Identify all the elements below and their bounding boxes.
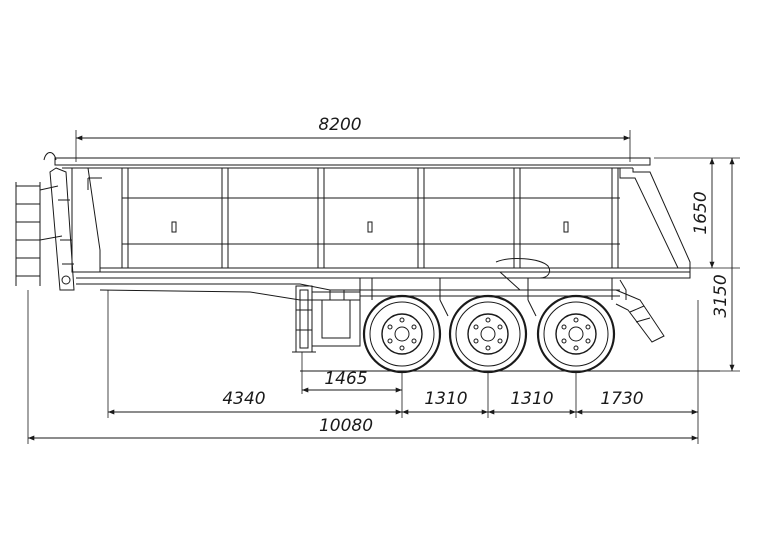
dim-kingpin-to-axle: 4340 — [222, 389, 265, 409]
rear-bumper — [615, 279, 665, 343]
suspension — [376, 295, 604, 317]
wheel-1 — [362, 294, 442, 374]
dim-axle-spacing-2: 1310 — [510, 389, 553, 409]
dump-body — [54, 157, 691, 279]
ladder-icon — [15, 182, 63, 286]
dim-landing-gear-to-axle: 1465 — [324, 369, 367, 389]
dim-axle-spacing-1: 1310 — [424, 389, 467, 409]
landing-gear-icon — [292, 285, 361, 353]
dim-rear-overhang: 1730 — [600, 389, 643, 409]
dim-body-length: 8200 — [318, 115, 361, 135]
extension-lines — [27, 130, 740, 444]
chassis-frame — [76, 258, 680, 310]
front-cylinder — [43, 152, 75, 291]
dim-overall-length: 10080 — [319, 416, 373, 436]
wheel-2 — [448, 294, 528, 374]
dim-overall-height: 3150 — [711, 274, 731, 317]
body-posts — [121, 168, 619, 268]
dim-body-height: 1650 — [691, 191, 711, 234]
wheel-3 — [536, 294, 616, 374]
